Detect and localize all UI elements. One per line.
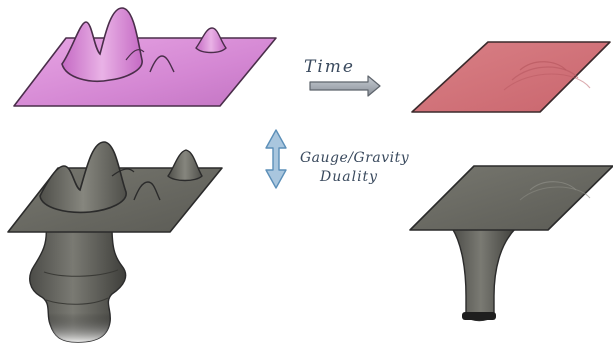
- duality-arrow: [266, 130, 286, 188]
- time-arrow: [310, 76, 380, 96]
- final-gauge-state: [412, 42, 610, 112]
- equilibrium-sheet: [412, 42, 610, 112]
- gauge-gravity-label: Gauge/Gravity: [300, 150, 410, 166]
- magenta-peak-small: [196, 28, 226, 53]
- magenta-sheet: [14, 38, 276, 106]
- final-gravity-state: [410, 166, 613, 321]
- smooth-gray-sheet: [410, 166, 613, 230]
- magenta-peak-large: [62, 8, 142, 81]
- duality-label: Duality: [319, 169, 378, 185]
- gray-peak-large: [40, 142, 126, 212]
- black-hole-throat: [452, 228, 516, 321]
- time-label: Time: [304, 57, 355, 77]
- black-hole-horizon: [462, 312, 496, 320]
- initial-gauge-state: [14, 8, 276, 106]
- double-arrow-shape: [266, 130, 286, 188]
- initial-gravity-state: [8, 142, 222, 342]
- throat-fade: [30, 226, 126, 342]
- time-arrow-shape: [310, 76, 380, 96]
- gray-peak-tall: [168, 150, 202, 181]
